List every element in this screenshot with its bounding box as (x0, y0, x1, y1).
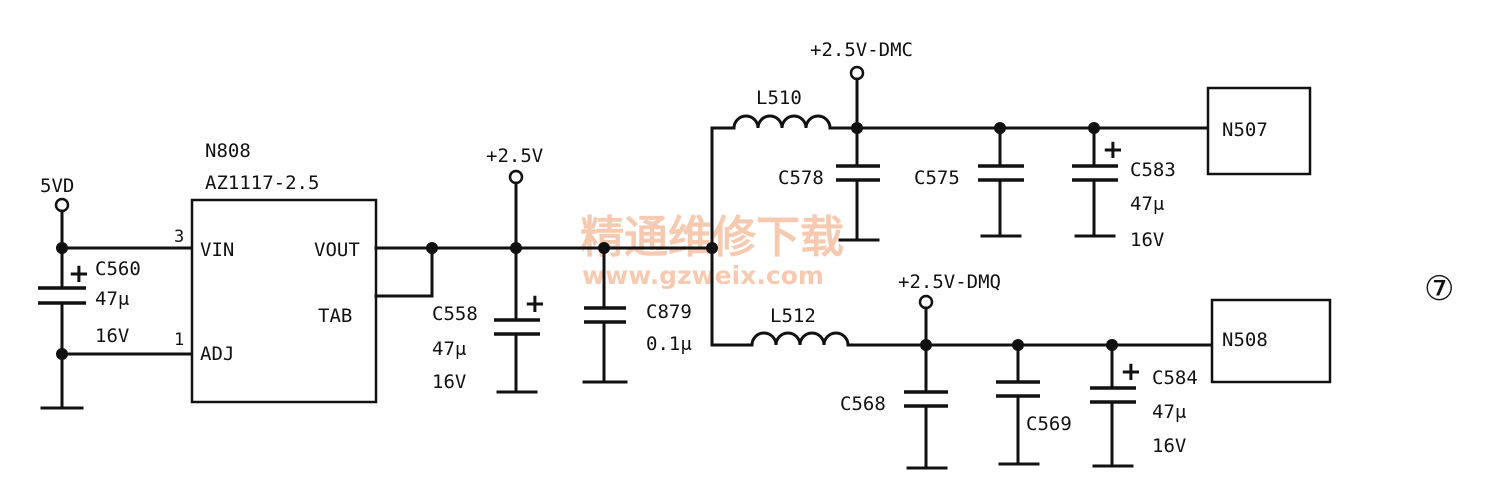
inductor-l510-ref: L510 (756, 87, 802, 109)
capacitor-c584-ref: C584 (1152, 367, 1198, 389)
capacitor-c568-ref: C568 (840, 393, 886, 415)
pin-number-3: 3 (174, 227, 184, 247)
junction-dot (1106, 339, 1118, 351)
pin-label-adj: ADJ (200, 343, 234, 365)
regulator-n808: N808 AZ1117-2.5 3 1 VIN ADJ VOUT TAB (174, 140, 378, 404)
load-n508-box (1210, 298, 1332, 384)
capacitor-c560-value: 47μ (95, 288, 129, 310)
pin-label-tab: TAB (318, 305, 352, 327)
branch-dmc: L510 +2.5V-DMC C578 C575 + C583 47μ 16V … (710, 39, 1312, 251)
terminal-2v5 (508, 169, 524, 185)
junction-dot (598, 242, 610, 254)
junction-dot (1088, 122, 1100, 134)
capacitor-c879-value: 0.1μ (646, 333, 692, 355)
regulator-body (190, 198, 378, 404)
junction-dot (56, 242, 68, 254)
capacitor-c558-voltage: 16V (432, 371, 466, 393)
polarity-mark: + (1102, 135, 1124, 165)
capacitor-c583-voltage: 16V (1130, 229, 1164, 251)
polarity-mark: + (68, 259, 90, 289)
pin-label-vout: VOUT (314, 239, 360, 261)
capacitor-c558-value: 47μ (432, 338, 466, 360)
pin-number-1: 1 (174, 330, 184, 350)
junction-dot (1012, 339, 1024, 351)
junction-dot (510, 242, 522, 254)
load-n508-label: N508 (1222, 329, 1268, 351)
junction-dot (426, 242, 438, 254)
terminal-dmq (918, 294, 934, 310)
branch-dmq: L512 +2.5V-DMQ C568 C569 + C584 47μ 16V … (710, 271, 1332, 470)
net-label-2v5: +2.5V (486, 145, 543, 167)
regulator-part: AZ1117-2.5 (205, 172, 319, 194)
terminal-dmc (849, 65, 865, 81)
capacitor-c583-value: 47μ (1130, 193, 1164, 215)
junction-dot (920, 339, 932, 351)
capacitor-c558-ref: C558 (432, 303, 478, 325)
watermark-url: www.gzweix.com (582, 261, 824, 290)
capacitor-c584-voltage: 16V (1152, 435, 1186, 457)
net-label-dmc: +2.5V-DMC (810, 39, 913, 61)
capacitor-c879-ref: C879 (646, 301, 692, 323)
junction-dot (706, 242, 718, 254)
junction-dot (851, 122, 863, 134)
input-5vd-section: 5VD + C560 47μ 16V (38, 175, 194, 410)
inductor-l512 (750, 331, 850, 346)
regulator-ref: N808 (205, 140, 251, 162)
pin-label-vin: VIN (200, 239, 234, 261)
polarity-mark: + (1120, 357, 1142, 387)
net-label-5vd: 5VD (40, 175, 74, 197)
inductor-l512-ref: L512 (770, 305, 816, 327)
net-label-dmq: +2.5V-DMQ (898, 271, 1001, 293)
junction-dot (56, 348, 68, 360)
inductor-l510 (732, 114, 832, 129)
capacitor-c578-ref: C578 (778, 167, 824, 189)
capacitor-c583-ref: C583 (1130, 159, 1176, 181)
capacitor-c569-ref: C569 (1026, 413, 1072, 435)
junction-dot (994, 122, 1006, 134)
capacitor-c575-ref: C575 (914, 167, 960, 189)
rail-2v5: +2.5V + C558 47μ 16V C879 0.1μ (374, 126, 718, 394)
terminal-5vd (54, 197, 70, 213)
capacitor-c584-value: 47μ (1152, 401, 1186, 423)
figure-number: ⑦ (1424, 269, 1454, 309)
capacitor-c560-ref: C560 (95, 258, 141, 280)
load-n507-box (1206, 86, 1312, 176)
polarity-mark: + (524, 289, 546, 319)
capacitor-c560-voltage: 16V (95, 325, 129, 347)
load-n507-label: N507 (1222, 119, 1268, 141)
